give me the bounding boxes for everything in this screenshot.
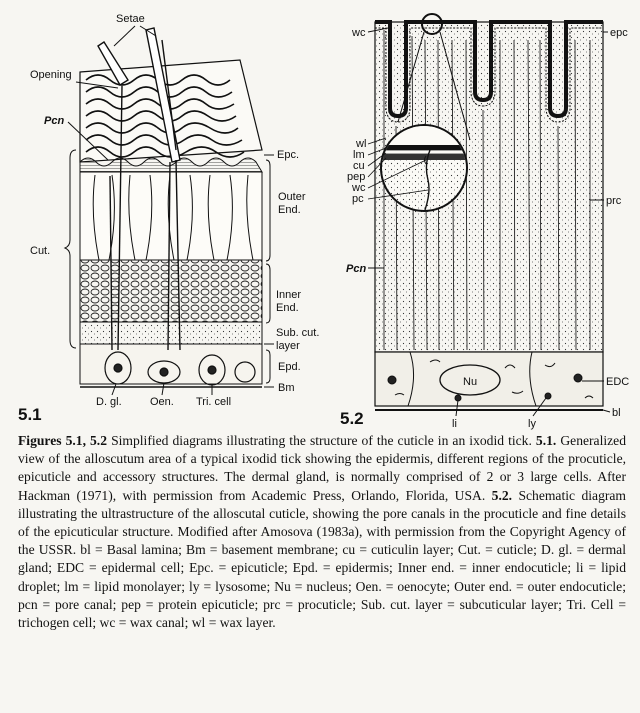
epidermal-cell-layer: [375, 352, 603, 406]
label-outer-end: Outer End.: [278, 191, 309, 216]
label-cut: Cut.: [30, 245, 50, 257]
label-sub-cut-1: Sub. cut.: [276, 327, 319, 339]
label-nu: Nu: [463, 376, 477, 388]
label-epd: Epd.: [278, 361, 301, 373]
label-wc-top: wc: [351, 27, 366, 39]
label-outer-end-2: End.: [278, 204, 301, 216]
figures-panel: Setae Opening Pcn Epc. Outer End. Cut. I…: [0, 0, 640, 430]
label-bm: Bm: [278, 382, 295, 394]
figure-1-number: 5.1: [18, 405, 42, 424]
label-inner-end-2: End.: [276, 302, 299, 314]
label-epc-fig2: epc: [610, 27, 628, 39]
label-pcn-fig2: Pcn: [346, 263, 366, 275]
inner-endocuticle: [80, 260, 262, 322]
figure-5-1: Setae Opening Pcn Epc. Outer End. Cut. I…: [18, 13, 322, 424]
subcuticular-layer: [80, 322, 262, 344]
outer-endocuticle: [80, 172, 262, 260]
label-sub-cut-2: layer: [276, 340, 300, 352]
label-pcn: Pcn: [44, 115, 64, 127]
label-epc: Epc.: [277, 149, 299, 161]
label-oen: Oen.: [150, 396, 174, 408]
label-opening: Opening: [30, 69, 72, 81]
figure-caption: Figures 5.1, 5.2 Simplified diagrams ill…: [18, 432, 626, 632]
label-sub-cut: Sub. cut. layer: [276, 327, 322, 352]
label-tri-cell: Tri. cell: [196, 396, 231, 408]
figure-5-2: wc epc wl lm cu pep wc pc prc Pcn Nu EDC…: [340, 14, 629, 430]
label-setae: Setae: [116, 13, 145, 25]
label-outer-end-1: Outer: [278, 191, 306, 203]
caption-intro: Simplified diagrams illustrating the str…: [111, 433, 532, 448]
label-inner-end: Inner End.: [276, 289, 304, 314]
label-edc: EDC: [606, 376, 629, 388]
label-li: li: [452, 418, 457, 430]
caption-abbreviations: bl = Basal lamina; Bm = basement membran…: [18, 542, 626, 630]
label-prc: prc: [606, 195, 622, 207]
label-ly: ly: [528, 418, 536, 430]
figure-2-number: 5.2: [340, 409, 364, 428]
label-pc: pc: [352, 193, 364, 205]
caption-fig2-ref: 5.2.: [492, 488, 512, 503]
caption-heading: Figures 5.1, 5.2: [18, 433, 107, 448]
caption-fig1-ref: 5.1.: [536, 433, 556, 448]
label-bl: bl: [612, 407, 621, 419]
label-d-gl: D. gl.: [96, 396, 122, 408]
label-inner-end-1: Inner: [276, 289, 301, 301]
